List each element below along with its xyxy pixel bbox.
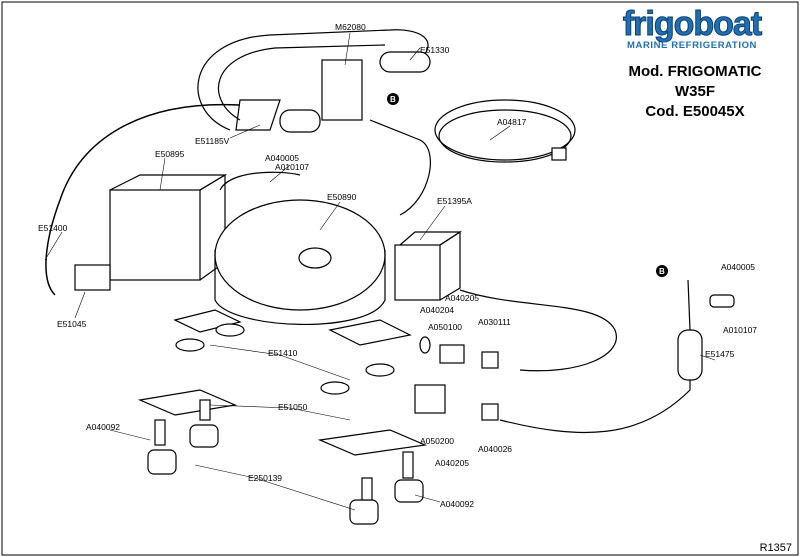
label-a040026: A040026 — [478, 444, 512, 454]
label-a040204: A040204 — [420, 305, 454, 315]
label-e51185v: E51185V — [195, 136, 230, 146]
label-a030111: A030111 — [478, 317, 511, 327]
label-e250139: E250139 — [248, 473, 282, 483]
model-name: Mod. FRIGOMATIC — [628, 63, 762, 80]
filter-drier-e51475 — [677, 329, 703, 381]
svg-text:B: B — [390, 95, 396, 104]
electronic-unit-e51395a — [394, 244, 441, 301]
bracket-m62080 — [321, 59, 363, 121]
label-a040005-right: A040005 — [721, 262, 755, 272]
label-a050200: A050200 — [420, 436, 454, 446]
brand-block: frigoboat MARINE REFRIGERATION — [604, 5, 780, 52]
model-variant: W35F — [674, 83, 715, 100]
label-e51050: E51050 — [278, 402, 308, 412]
model-code: Cod. E50045X — [645, 103, 745, 120]
cable-e51400 — [45, 103, 241, 296]
brand-logo: frigoboat — [622, 5, 762, 43]
label-a040092-left: A040092 — [86, 422, 120, 432]
svg-text:B: B — [659, 267, 665, 276]
label-e51330: E51330 — [420, 45, 450, 55]
control-box-e50895 — [109, 189, 201, 281]
mount-bracket-right — [328, 319, 412, 346]
clamp-a04817 — [434, 99, 576, 161]
label-e51395a: E51395A — [437, 196, 472, 206]
label-a040205-lower: A040205 — [435, 458, 469, 468]
drawing-reference: R1357 — [759, 542, 792, 554]
part-labels: M62080 E51330 E51185V A040005 A010107 E5… — [38, 22, 757, 509]
label-a040005: A040005 — [265, 153, 299, 163]
mount-bracket-left — [173, 309, 242, 333]
label-e51400: E51400 — [38, 223, 68, 233]
label-e51410: E51410 — [268, 348, 298, 358]
marker-b-top: B — [387, 93, 399, 105]
model-info: Mod. FRIGOMATIC W35F Cod. E50045X — [610, 62, 780, 122]
brand-tagline: MARINE REFRIGERATION — [626, 40, 758, 51]
label-a050100: A050100 — [428, 322, 462, 332]
marker-b-right: B — [656, 265, 668, 277]
label-a04817: A04817 — [497, 117, 527, 127]
label-e50895: E50895 — [155, 149, 185, 159]
label-a010107-right: A010107 — [723, 325, 757, 335]
label-e51475: E51475 — [705, 349, 735, 359]
label-a040092-right: A040092 — [440, 499, 474, 509]
label-m62080: M62080 — [335, 22, 366, 32]
label-e51045: E51045 — [57, 319, 87, 329]
label-a010107: A010107 — [275, 162, 309, 172]
label-e50890: E50890 — [327, 192, 357, 202]
label-a040205-upper: A040205 — [445, 293, 479, 303]
